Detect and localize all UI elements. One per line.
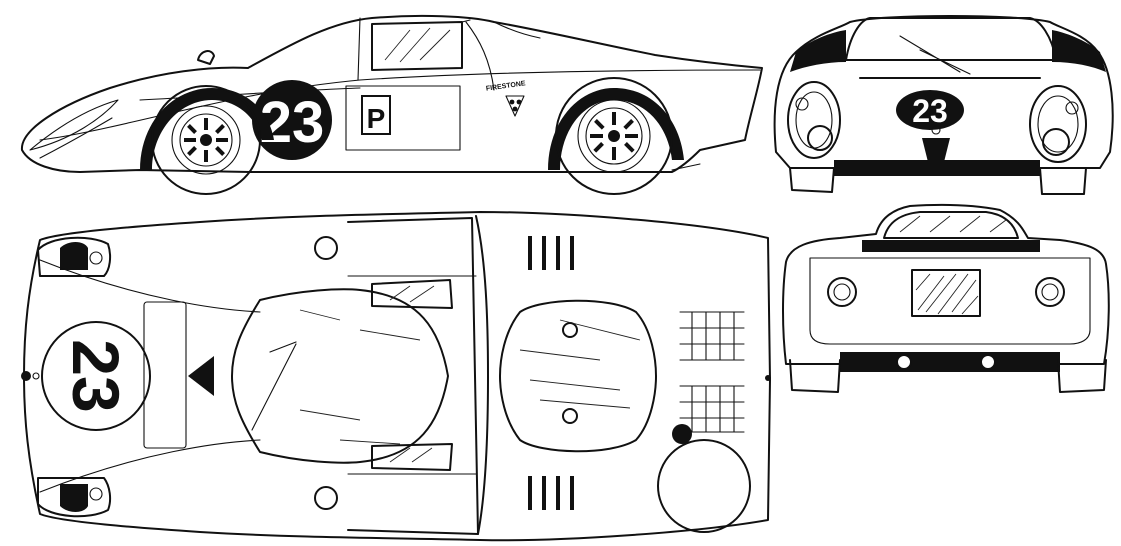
rear-body-outline [782,203,1110,365]
top-race-roundel [41,321,151,431]
top-engine-cover [499,299,657,453]
rear-left-light [827,277,857,307]
top-rear-deck-seam [475,215,489,535]
top-right-front-headlight [37,477,112,518]
side-nose-scoop [39,117,113,159]
top-nose-badge [21,371,31,381]
top-left-filler-cap [314,236,338,260]
side-rear-wheel [555,77,673,195]
side-lower-line [139,87,361,101]
rear-license-plate [911,269,981,317]
side-front-arch [140,88,274,170]
rear-window-hatch [899,215,1007,233]
top-spare-wheel [657,439,751,533]
rear-upper-band [862,240,1040,252]
side-class-panel [361,95,391,135]
top-roof-line [347,275,477,475]
top-window-hatch [389,285,435,463]
rear-window [883,211,1019,239]
top-nose-marker [32,372,40,380]
side-window-frame [357,17,471,81]
side-underside [261,163,701,173]
rear-view [782,203,1110,393]
top-engine-hatch [519,319,641,409]
front-right-tyre [1039,167,1087,195]
side-front-wheel [151,85,261,195]
front-view: 23 [773,15,1114,195]
side-sponsor-text: FIRESTONE [486,80,527,93]
top-wiper [251,341,297,431]
front-race-number: 23 [912,93,948,129]
rear-lower-band [840,352,1060,372]
top-cabin-outline [347,217,479,535]
top-hood-panel [143,301,187,449]
rear-left-tyre [789,359,841,393]
rear-left-exhaust [896,354,912,370]
rear-right-light-lens [1041,283,1059,301]
top-rear-vent-lower [679,385,745,433]
rear-plate-hatch [915,273,979,315]
top-race-number: 23 [59,339,133,412]
front-badge-emblem [931,125,941,135]
side-triangle-logo [505,95,525,117]
front-right-headlight [1029,85,1087,163]
top-left-front-headlight [37,236,112,277]
top-right-filler-cap [314,486,338,510]
side-window-hatch [384,27,451,63]
front-body-outline [773,15,1114,169]
side-logo-dot [512,106,518,112]
rear-left-light-lens [833,283,851,301]
top-view: 23 [21,211,771,542]
side-logo-dot [516,99,522,105]
top-body-outline [23,211,771,542]
top-windshield [231,288,449,464]
side-race-number: 23 [260,90,325,155]
front-wiper [899,35,971,75]
front-race-roundel [896,90,964,130]
rear-panel [809,257,1091,345]
top-engine-cap-upper [562,322,578,338]
side-intake [465,21,541,91]
top-rear-vent-upper [679,311,745,361]
top-right-louvers [528,476,574,510]
side-window [371,21,463,71]
rear-right-tyre [1057,359,1107,393]
top-rear-light [765,375,771,381]
front-splitter [834,160,1040,176]
side-body-outline [20,14,763,173]
front-right-fender [1052,30,1106,72]
side-view: 23 P FIRESTONE [20,14,763,195]
top-right-side-window [371,443,453,471]
side-logo-dot [509,99,515,105]
rear-right-exhaust [980,354,996,370]
front-left-headlight [787,81,841,159]
top-engine-cap-lower [562,408,578,424]
side-door-panel [345,85,461,151]
side-headlight [29,99,119,151]
side-class-letter: P [367,103,386,134]
top-triangle-logo [188,356,214,396]
front-left-fender [790,30,846,72]
side-rear-arch [548,88,684,170]
side-belt-line [39,69,761,141]
top-windshield-hatch [299,309,421,445]
top-left-louvers [528,236,574,270]
top-fuel-cap [672,424,692,444]
top-body-crease [39,259,261,493]
side-mirror [197,50,215,65]
rear-right-light [1035,277,1065,307]
front-left-tyre [789,167,835,193]
top-left-side-window [371,279,453,309]
front-windshield [845,17,1057,61]
